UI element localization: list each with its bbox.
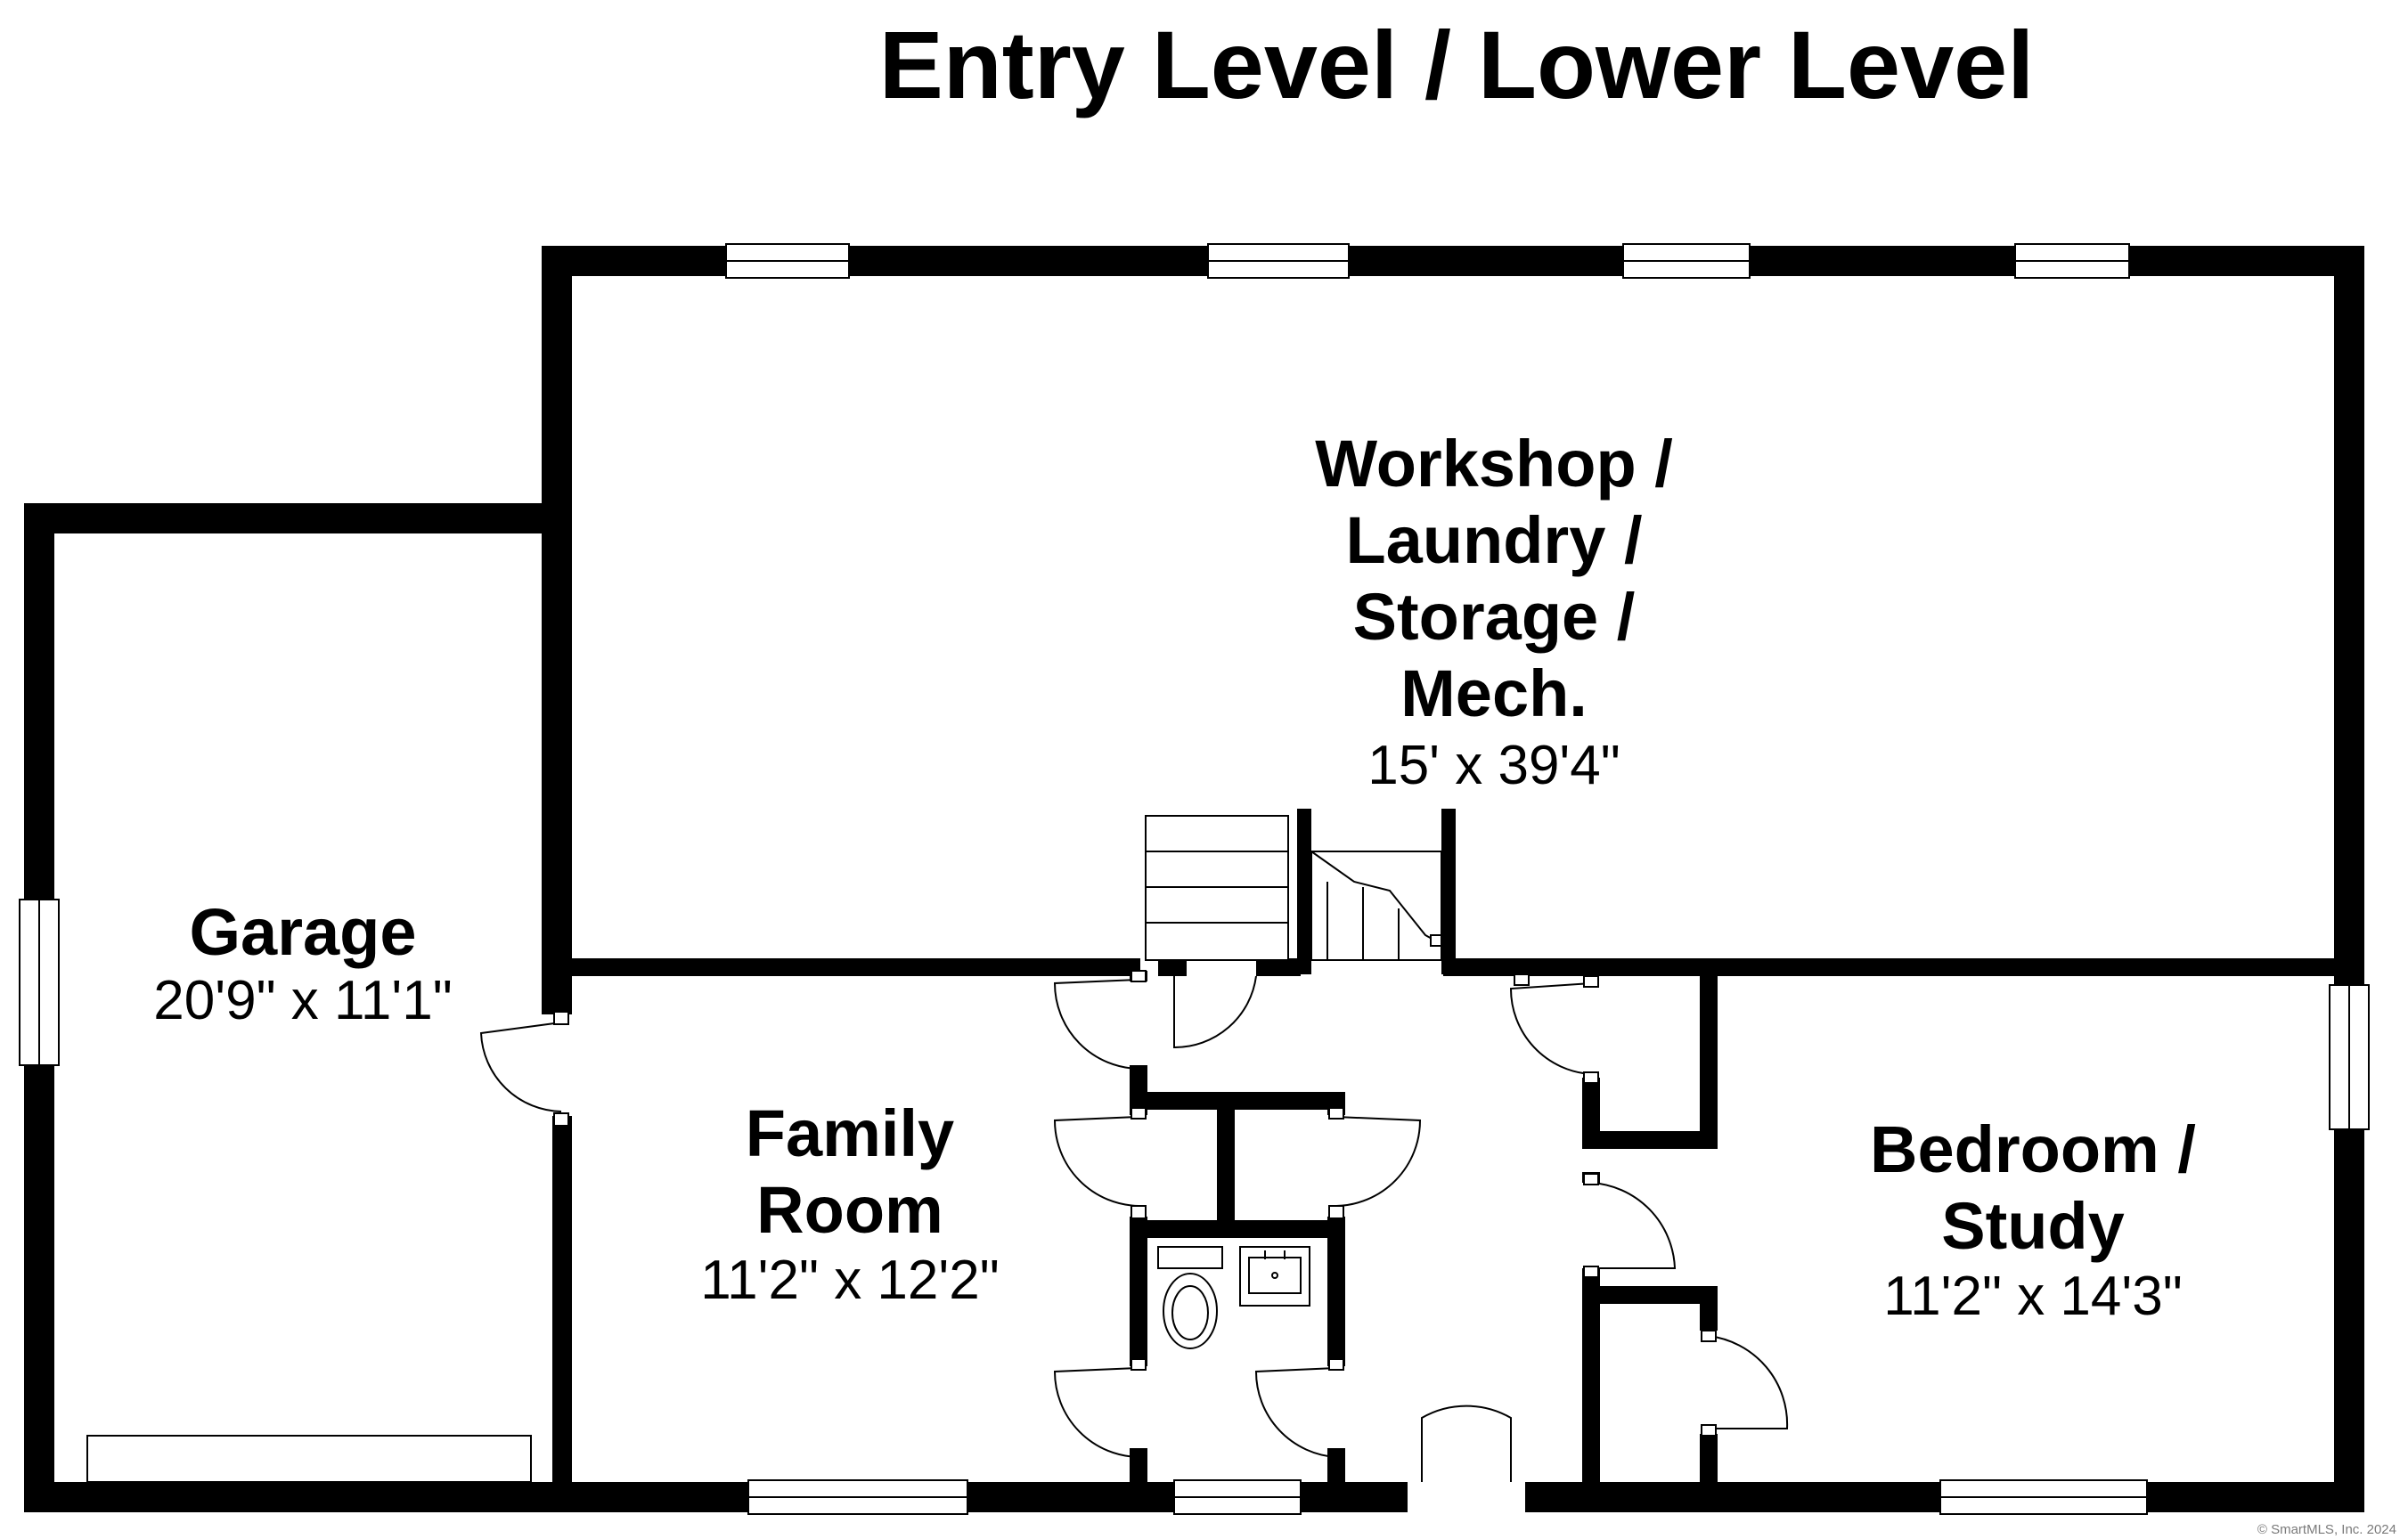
- entry-door-swing: [1421, 1405, 1512, 1482]
- door-swing: [1173, 975, 1257, 1049]
- bathroom-fixtures: [1157, 1246, 1310, 1349]
- page-title: Entry Level / Lower Level: [879, 11, 2034, 118]
- toilet-tank-icon: [1157, 1246, 1223, 1269]
- room-dimensions: 11'2" x 12'2": [700, 1250, 999, 1311]
- door-swing: [1254, 1367, 1337, 1458]
- door-swing: [1053, 979, 1139, 1070]
- windows: [19, 243, 2370, 1515]
- staircase: [1145, 815, 1442, 961]
- room-label-bedroom: Bedroom / Study 11'2" x 14'3": [1870, 1112, 2196, 1327]
- door-swing: [1335, 1116, 1422, 1207]
- room-name-line: Bedroom /: [1870, 1112, 2196, 1186]
- room-name-line: Garage: [189, 895, 416, 969]
- doors: [479, 970, 1789, 1482]
- door-swing: [1053, 1116, 1139, 1207]
- door-swing: [1509, 982, 1592, 1075]
- room-dimensions: 15' x 39'4": [1367, 735, 1620, 796]
- room-name-line: Family: [746, 1096, 954, 1170]
- room-label-workshop: Workshop / Laundry / Storage / Mech. 15'…: [1315, 427, 1673, 796]
- room-label-garage: Garage 20'9" x 11'1": [153, 895, 452, 1031]
- door-swing: [1053, 1367, 1139, 1458]
- garage-door: [86, 1435, 532, 1483]
- door-swing: [479, 1022, 562, 1112]
- room-dimensions: 20'9" x 11'1": [153, 970, 452, 1031]
- interior-walls: [542, 809, 2364, 1512]
- room-name-line: Storage /: [1353, 580, 1636, 654]
- room-name-line: Laundry /: [1345, 503, 1642, 577]
- room-name-line: Room: [756, 1173, 943, 1247]
- room-dimensions: 11'2" x 14'3": [1883, 1266, 2182, 1327]
- room-name-line: Workshop /: [1315, 427, 1673, 501]
- copyright-credit: © SmartMLS, Inc. 2024: [2257, 1522, 2396, 1537]
- door-swing: [1708, 1335, 1789, 1429]
- room-name-line: Mech.: [1400, 656, 1588, 730]
- door-swing: [1590, 1182, 1677, 1269]
- room-label-family-room: Family Room 11'2" x 12'2": [700, 1096, 999, 1311]
- room-name-line: Study: [1941, 1189, 2125, 1263]
